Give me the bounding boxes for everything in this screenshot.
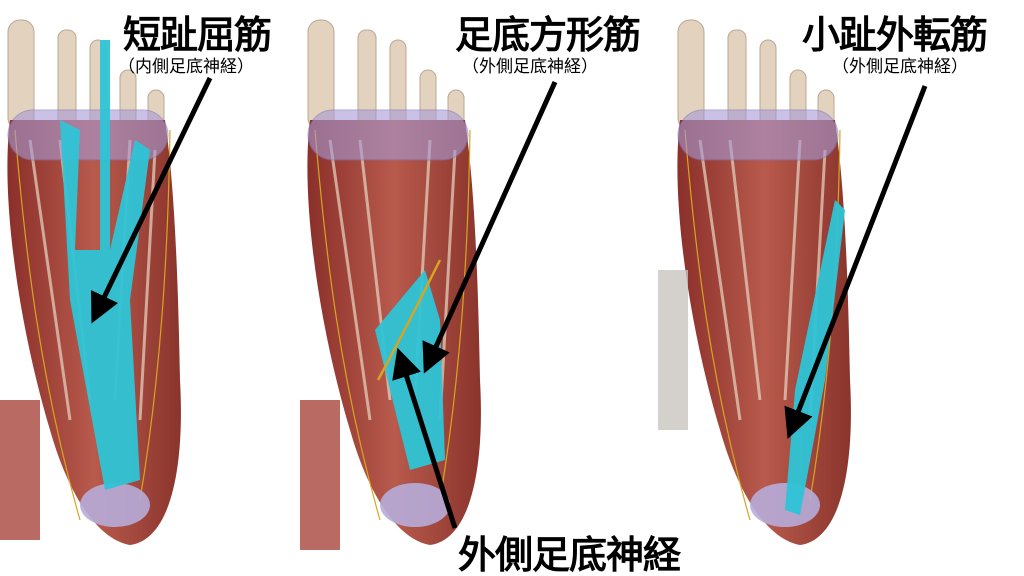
flexor-digitorum-brevis-highlight bbox=[60, 40, 150, 490]
muscle-title-3: 小趾外転筋 bbox=[802, 13, 988, 57]
foot-panel-1 bbox=[0, 18, 183, 547]
muscle-title-2: 足底方形筋 bbox=[455, 13, 641, 57]
foot-panel-2 bbox=[300, 18, 483, 550]
arrow-1 bbox=[91, 76, 213, 324]
muscle-title-1: 短趾屈筋 bbox=[123, 13, 272, 57]
lateral-plantar-nerve-label: 外側足底神経 bbox=[458, 533, 681, 576]
arrow-nerve bbox=[392, 347, 458, 529]
nerve-label-3: （外側足底神経） bbox=[832, 57, 968, 77]
pointer-arrows bbox=[91, 76, 928, 529]
nerve-label-1: （内側足底神経） bbox=[118, 57, 254, 77]
nerve-label-2: （外側足底神経） bbox=[462, 57, 598, 77]
arrow-3 bbox=[784, 85, 928, 439]
foot-panel-3 bbox=[658, 18, 853, 547]
arrow-2 bbox=[422, 80, 558, 374]
lateral-plantar-nerve bbox=[376, 259, 442, 381]
